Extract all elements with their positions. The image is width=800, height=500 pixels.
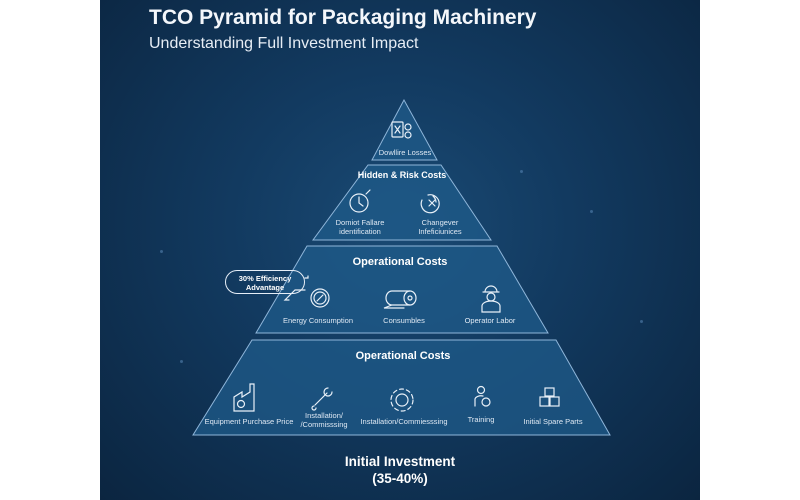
tier4-item-label: Initial Spare Parts — [523, 417, 583, 426]
tier3-item-label: Consumbles — [383, 316, 425, 325]
decor-dot — [160, 250, 163, 253]
gear-icon — [390, 388, 414, 412]
factory-dollar-icon — [233, 383, 255, 412]
tier4-header: Operational Costs — [355, 350, 451, 362]
tier-4 — [192, 339, 611, 436]
tier4-item-label: Installation/Commiesssing — [360, 417, 448, 426]
wrench-icon — [311, 387, 333, 411]
tier4-item-label: Equipment Purchase Price — [204, 417, 294, 426]
footer-label: Initial Investment(35-40%) — [344, 454, 456, 486]
tier-3 — [255, 245, 549, 334]
person-gear-icon — [474, 385, 491, 407]
page-title: TCO Pyramid for Packaging Machinery — [149, 6, 537, 29]
decor-dot — [180, 360, 183, 363]
tier3-item-label: Operator Labor — [464, 316, 516, 325]
decor-dot — [590, 210, 593, 213]
gear-clock-icon — [310, 288, 330, 308]
tier-2 — [312, 164, 492, 241]
tier4-item-label: Installation//Commisssing — [300, 411, 348, 429]
decor-dot — [640, 320, 643, 323]
tier3-item-label: Energy Consumption — [282, 316, 354, 325]
tier2-header: Hidden & Risk Costs — [357, 170, 447, 180]
document-gear-icon — [391, 121, 412, 139]
tier1-item-label: Dowllire Losses — [378, 148, 432, 157]
tier4-item-label: Training — [467, 415, 495, 424]
tier3-header: Operational Costs — [352, 256, 448, 268]
cycle-x-icon — [420, 194, 440, 214]
decor-dot — [520, 170, 523, 173]
roll-icon — [383, 290, 417, 309]
page-subtitle: Understanding Full Investment Impact — [149, 35, 419, 52]
clock-icon — [349, 189, 371, 213]
worker-icon — [481, 285, 501, 313]
boxes-icon — [539, 387, 560, 407]
tier-1 — [371, 98, 438, 161]
